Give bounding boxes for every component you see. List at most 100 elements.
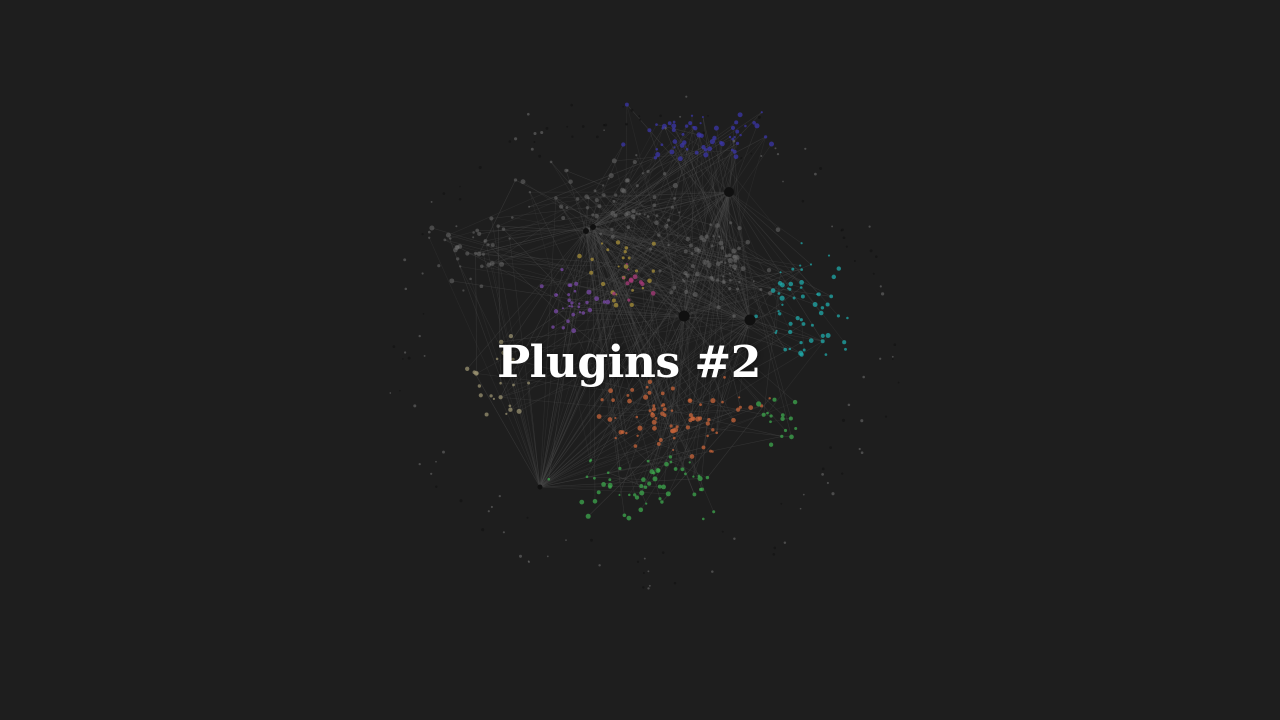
graph-node: [728, 286, 732, 291]
graph-node: [800, 268, 804, 271]
graph-node: [578, 311, 582, 314]
graph-node: [706, 260, 710, 263]
graph-node: [664, 127, 667, 130]
graph-edge: [585, 230, 802, 270]
graph-node: [775, 329, 778, 332]
graph-node: [841, 418, 846, 422]
graph-edge: [738, 319, 751, 398]
graph-node: [514, 137, 518, 141]
graph-edge: [674, 147, 744, 269]
graph-edge: [563, 191, 730, 329]
graph-node: [640, 281, 645, 287]
graph-node: [635, 184, 639, 188]
graph-edge: [712, 279, 761, 290]
graph-edge: [608, 472, 646, 488]
graph-node: [459, 499, 463, 503]
graph-edge: [653, 405, 662, 441]
graph-edge: [672, 330, 777, 389]
graph-node: [713, 125, 719, 131]
graph-hub-node: [724, 187, 734, 197]
graph-node: [881, 292, 885, 296]
graph-edge: [634, 148, 710, 277]
graph-edge: [607, 190, 625, 250]
graph-node: [829, 294, 834, 299]
graph-edge: [698, 249, 762, 290]
graph-node: [804, 147, 807, 150]
graph-node: [684, 124, 689, 128]
graph-node: [490, 505, 493, 509]
graph-node: [733, 258, 738, 263]
graph-edge: [728, 191, 823, 342]
graph-edge: [563, 207, 588, 328]
graph-edge: [585, 230, 627, 267]
graph-node: [670, 409, 674, 412]
graph-node: [879, 285, 882, 288]
graph-node: [737, 112, 743, 118]
graph-edge: [500, 315, 685, 398]
graph-node: [571, 328, 577, 334]
graph-node: [718, 235, 721, 238]
graph-node: [774, 147, 777, 150]
graph-node: [632, 216, 636, 220]
graph-node: [736, 287, 740, 291]
graph-edge: [716, 276, 724, 433]
graph-node: [606, 248, 610, 252]
graph-node: [800, 294, 805, 299]
graph-edge: [723, 281, 751, 321]
graph-node: [596, 490, 601, 495]
graph-edge: [498, 225, 587, 232]
graph-edge: [610, 390, 660, 445]
graph-edge: [539, 276, 636, 488]
graph-node: [799, 286, 803, 289]
graph-node: [593, 476, 596, 480]
graph-node: [554, 293, 558, 297]
graph-edge: [669, 123, 740, 229]
graph-edge: [654, 319, 751, 480]
graph-node: [671, 123, 677, 129]
graph-node: [626, 225, 631, 229]
graph-node: [667, 121, 672, 126]
graph-edge: [615, 270, 654, 306]
graph-edge: [614, 160, 629, 214]
graph-node: [647, 379, 653, 385]
graph-edge: [529, 194, 616, 208]
graph-edge: [639, 275, 689, 429]
graph-node: [620, 430, 625, 434]
graph-node: [711, 570, 714, 573]
graph-edge: [588, 236, 707, 293]
graph-node: [795, 316, 800, 321]
graph-edge: [562, 308, 685, 317]
graph-edge: [692, 191, 730, 267]
graph-node: [571, 135, 574, 138]
graph-edge: [451, 280, 685, 317]
graph-edge: [729, 254, 791, 285]
graph-node: [533, 141, 536, 143]
graph-edge: [528, 382, 541, 488]
graph-node: [624, 246, 629, 250]
graph-node: [891, 358, 894, 360]
graph-node: [594, 213, 599, 219]
graph-node: [689, 243, 693, 248]
graph-node: [683, 279, 686, 283]
graph-edge: [588, 197, 751, 321]
graph-node: [800, 242, 803, 245]
graph-edge: [570, 173, 644, 286]
graph-node: [730, 125, 736, 131]
graph-edge: [585, 127, 694, 232]
graph-edge: [613, 201, 720, 237]
graph-node: [654, 416, 658, 420]
graph-edge: [642, 279, 713, 285]
graph-node: [507, 371, 511, 374]
graph-edge: [539, 323, 804, 488]
graph-edge: [585, 230, 625, 516]
graph-edge: [770, 418, 791, 422]
graph-node: [675, 425, 679, 429]
graph-node: [399, 389, 401, 392]
graph-node: [712, 510, 716, 514]
graph-node: [511, 216, 514, 219]
graph-edge: [539, 486, 669, 495]
graph-node: [484, 412, 489, 417]
graph-node: [430, 472, 433, 475]
graph-node: [836, 266, 841, 271]
graph-node: [477, 231, 482, 236]
